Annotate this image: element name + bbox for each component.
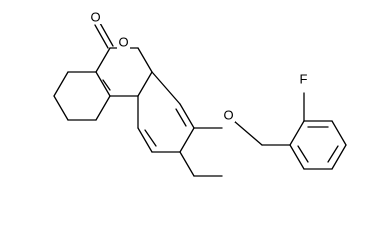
benzo-ring	[137, 71, 195, 153]
cyclohexene-ring	[53, 71, 97, 121]
atom-label-ether-oxygen: O	[222, 108, 235, 123]
fluorophenyl-ring	[289, 92, 347, 170]
ring-fusion-bond	[95, 95, 111, 121]
benzyloxy-group	[193, 120, 291, 146]
ring-oxygen-label: O	[118, 35, 128, 50]
atom-label-carbonyl-oxygen: O	[89, 10, 102, 25]
carbonyl-oxygen-label: O	[90, 10, 100, 25]
atom-label-fluorine: F	[297, 72, 310, 87]
molecule-structure: O O O F	[53, 10, 347, 177]
lactone-ring	[94, 22, 153, 97]
ether-oxygen-label: O	[223, 108, 233, 123]
ethyl-group	[179, 151, 223, 177]
fluorine-label: F	[300, 72, 308, 87]
atom-label-ring-oxygen: O	[117, 35, 130, 50]
molecule-canvas: O O O F	[53, 10, 347, 177]
